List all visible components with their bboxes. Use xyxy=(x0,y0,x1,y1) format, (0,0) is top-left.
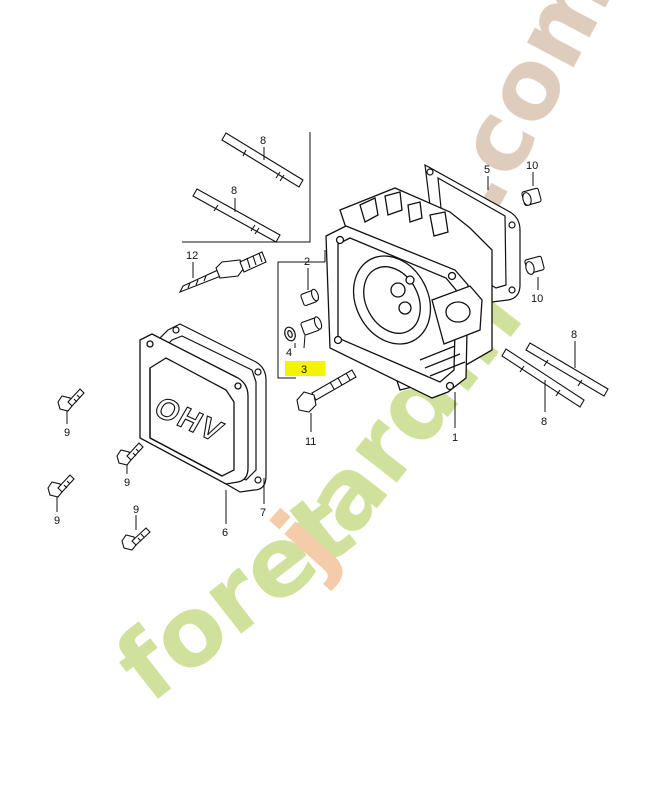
callout-cylinder-head: 1 xyxy=(452,432,458,444)
callout-head-gasket-plate: 5 xyxy=(484,164,490,176)
cylinder-head xyxy=(325,187,493,399)
callout-cover-packing: 7 xyxy=(260,507,266,519)
bolt-left-d xyxy=(121,527,151,551)
callout-dowel-pin-upper: 2 xyxy=(304,256,310,268)
bolt-left-a xyxy=(57,388,85,412)
spark-plug xyxy=(178,251,267,294)
callout-stud-bolt-top-a: 8 xyxy=(260,135,266,147)
callout-pin-right-bottom: 10 xyxy=(531,293,543,305)
dowel-pin-upper xyxy=(300,288,320,307)
callout-stud-bolt-right-b: 8 xyxy=(541,416,547,428)
stud-bolt-top-b xyxy=(192,188,281,243)
callout-labels: 8 8 12 2 4 3 5 10 10 8 8 1 11 6 7 9 9 9 … xyxy=(54,135,577,539)
callout-stud-bolt-top-b: 8 xyxy=(231,185,237,197)
bolt-left-c xyxy=(47,474,75,498)
head-bolt xyxy=(296,369,357,413)
callout-bolt-left-c: 9 xyxy=(54,515,60,527)
stud-bolt-right-a xyxy=(525,342,609,397)
callout-bolt-left-a: 9 xyxy=(64,427,70,439)
o-ring-small xyxy=(284,326,296,342)
callout-spark-plug: 12 xyxy=(186,250,198,262)
bolt-left-b xyxy=(116,442,144,466)
callout-bolt-left-d: 9 xyxy=(133,504,139,516)
dowel-pin-lower xyxy=(300,316,323,336)
stud-bolt-right-b xyxy=(501,348,585,408)
callout-head-cover: 6 xyxy=(222,527,228,539)
head-cover xyxy=(139,333,249,485)
leader-lines xyxy=(56,147,576,530)
gasket-highlight xyxy=(285,361,325,376)
pin-right-bottom xyxy=(524,255,545,275)
stud-bolt-top-a xyxy=(221,132,304,188)
callout-pin-right-top: 10 xyxy=(526,160,538,172)
callout-head-bolt: 11 xyxy=(305,436,316,448)
callout-gasket: 3 xyxy=(301,364,307,376)
callout-bolt-left-b: 9 xyxy=(124,477,130,489)
callout-dowel-pin-lower: 4 xyxy=(286,347,292,359)
callout-stud-bolt-right-a: 8 xyxy=(571,329,577,341)
pin-right-top xyxy=(521,187,542,206)
